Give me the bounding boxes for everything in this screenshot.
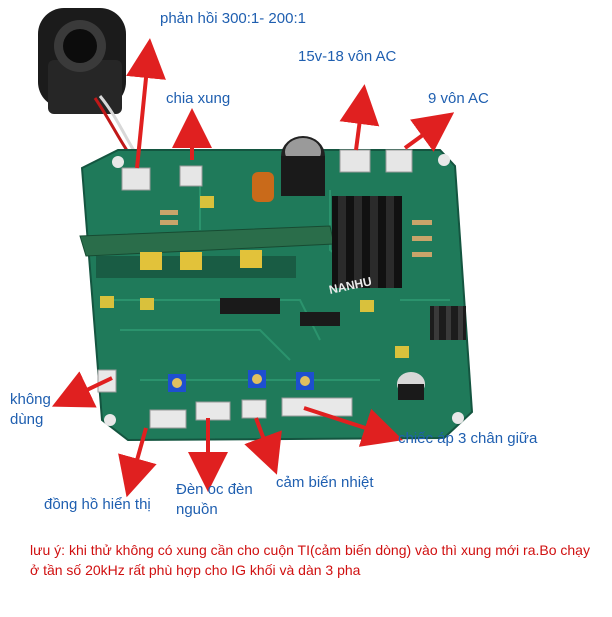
ic-chip: [220, 298, 280, 314]
daughter-card: [79, 225, 335, 278]
arrow-15-18v: [339, 84, 380, 151]
yellow-capacitors: [100, 196, 409, 358]
label-unused: không dùng: [10, 391, 51, 428]
arrow-display-meter: [118, 427, 157, 498]
label-display-meter: đồng hồ hiển thị: [44, 496, 151, 513]
label-15-18v-ac: 15v-18 vôn AC: [298, 48, 397, 65]
top-connectors: [121, 149, 413, 191]
label-pulse-split: chia xung: [166, 90, 231, 107]
trimmer-pots: [168, 370, 314, 392]
current-sensor-coil: [38, 8, 142, 161]
ic-chip: [300, 312, 340, 326]
arrow-center-pot: [303, 406, 404, 447]
film-capacitor: [252, 172, 274, 202]
regulator-heatsink: [430, 306, 466, 340]
heatsink: [332, 196, 402, 288]
annotation-arrows: [51, 38, 455, 498]
label-center-pot: chiếc áp 3 chân giữa: [398, 430, 538, 447]
arrow-9v: [403, 112, 455, 152]
arrow-temp-sensor: [244, 417, 282, 475]
label-temp-sensor: cảm biến nhiệt: [276, 474, 374, 491]
label-9v-ac: 9 vôn AC: [428, 90, 489, 107]
arrow-unused: [51, 371, 113, 408]
label-feedback: phản hồi 300:1- 200:1: [160, 10, 306, 27]
bottom-connectors: [97, 369, 353, 429]
electrolytic-capacitor: [281, 136, 425, 400]
arrow-feedback: [126, 38, 166, 169]
label-power-led: Đèn oc đèn nguồn: [176, 481, 253, 518]
note-text: lưu ý: khi thử không có xung cần cho cuộ…: [30, 542, 590, 578]
resistors: [160, 210, 432, 257]
